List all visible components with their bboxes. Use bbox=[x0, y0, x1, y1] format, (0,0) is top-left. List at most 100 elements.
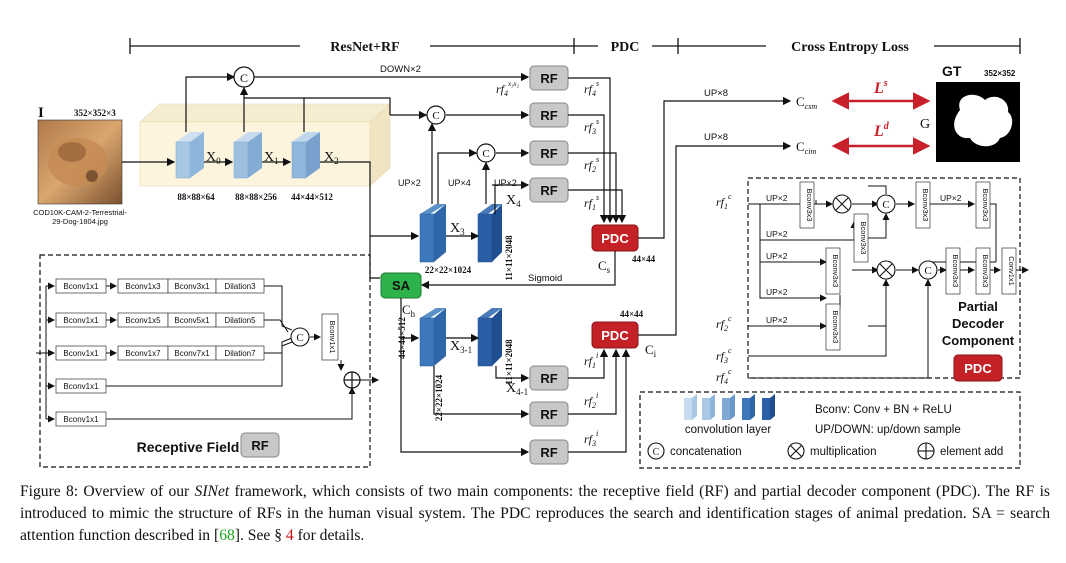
legend-mult-icon bbox=[787, 442, 805, 460]
svg-text:Bconv3x3: Bconv3x3 bbox=[981, 189, 990, 222]
caption-ref1[interactable]: 68 bbox=[219, 527, 235, 545]
rf1c-label: rf1c bbox=[716, 192, 732, 211]
svg-text:Bconv1x1: Bconv1x1 bbox=[63, 415, 99, 424]
up2-label-a: UP×2 bbox=[398, 178, 421, 188]
svg-text:C: C bbox=[882, 199, 889, 211]
svg-text:Bconv3x3: Bconv3x3 bbox=[805, 189, 814, 222]
pdc-up2-4: UP×2 bbox=[766, 287, 788, 297]
rf3i-label: rf3i bbox=[584, 429, 598, 448]
rf1s-label: rf1s bbox=[584, 193, 599, 212]
header-pdc: PDC bbox=[611, 40, 640, 55]
x3-label: X3 bbox=[450, 221, 465, 237]
svg-text:SA: SA bbox=[392, 278, 411, 293]
legend-mult: multiplication bbox=[810, 446, 876, 458]
pdc-mult-2 bbox=[876, 260, 896, 280]
svg-text:PDC: PDC bbox=[964, 361, 992, 376]
loss-ld: Ld bbox=[873, 121, 890, 140]
conv-block-x1 bbox=[233, 132, 262, 179]
x2-label: X2 bbox=[324, 150, 339, 166]
dim-x4-1: 11×11×2048 bbox=[504, 339, 514, 385]
caption-body2: ]. See § bbox=[234, 527, 286, 545]
rf-row-4: Bconv1x1 bbox=[55, 378, 107, 394]
svg-text:Bconv1x1: Bconv1x1 bbox=[63, 282, 99, 291]
rf-row-3: Bconv1x1 Bconv1x7 Bconv7x1 Dilation7 bbox=[55, 345, 265, 361]
rf-row-2: Bconv1x1 Bconv1x5 Bconv5x1 Dilation5 bbox=[55, 312, 265, 328]
caption-body3: for details. bbox=[293, 527, 365, 545]
rf-row-1: Bconv1x1 Bconv1x3 Bconv3x1 Dilation3 bbox=[55, 278, 265, 294]
svg-text:Bconv1x7: Bconv1x7 bbox=[125, 349, 161, 358]
rf-badge: RF bbox=[240, 432, 280, 458]
cs-label: Cs bbox=[598, 258, 611, 275]
ch-label: Ch bbox=[402, 302, 416, 319]
input-caption-line1: COD10K-CAM-2-Terrestrial- bbox=[33, 208, 127, 217]
rf-element-add bbox=[343, 371, 361, 389]
legend-conv-layer: convolution layer bbox=[685, 424, 771, 436]
x0-label: X0 bbox=[206, 150, 221, 166]
caption-name: SINet bbox=[194, 483, 230, 500]
pdc-conv1x1: Conv1x1 bbox=[1001, 247, 1017, 295]
rf3c-label: rf3c bbox=[716, 346, 732, 365]
svg-text:RF: RF bbox=[251, 438, 268, 453]
conv-block-x3 bbox=[419, 204, 446, 263]
svg-text:Bconv1x5: Bconv1x5 bbox=[125, 316, 161, 325]
rf-block-bot-3: RF bbox=[529, 439, 569, 465]
header-cross-entropy: Cross Entropy Loss bbox=[791, 40, 909, 55]
pdc-bconv-6: Bconv3x3 bbox=[975, 181, 991, 229]
concat-top bbox=[233, 66, 255, 88]
sinet-architecture-diagram: ResNet+RF PDC Cross Entropy Loss I 352×3… bbox=[33, 36, 1029, 469]
rf-diagram bbox=[36, 282, 379, 423]
svg-text:Bconv3x3: Bconv3x3 bbox=[921, 189, 930, 222]
caption-ref2[interactable]: 4 bbox=[285, 527, 294, 545]
svg-text:C: C bbox=[653, 447, 660, 458]
pdc-title-3: Component bbox=[942, 333, 1015, 348]
rf2i-label: rf2i bbox=[584, 391, 598, 410]
dim-x4: 11×11×2048 bbox=[504, 235, 514, 281]
input-caption-line2: 29-Dog-1804.jpg bbox=[52, 217, 108, 226]
dim-x1: 88×88×256 bbox=[235, 192, 277, 202]
figure-caption: Figure 8: Overview of our SINet framewor… bbox=[20, 481, 1050, 548]
gt-mask-image bbox=[936, 82, 1020, 162]
svg-text:Bconv3x3: Bconv3x3 bbox=[981, 255, 990, 288]
up4-label: UP×4 bbox=[448, 178, 471, 188]
svg-text:Bconv7x1: Bconv7x1 bbox=[174, 349, 210, 358]
svg-text:Bconv1x3: Bconv1x3 bbox=[125, 282, 161, 291]
input-image bbox=[37, 119, 123, 205]
svg-text:C: C bbox=[432, 110, 439, 122]
svg-text:Bconv1x1: Bconv1x1 bbox=[63, 316, 99, 325]
rf-block-top-3: RF bbox=[529, 140, 569, 166]
rf-row-5: Bconv1x1 bbox=[55, 411, 107, 427]
x1-label: X1 bbox=[264, 150, 279, 166]
svg-text:C: C bbox=[924, 265, 931, 277]
rf4s-in-label: rf4x₃x₂ bbox=[496, 80, 520, 98]
legend-concat: concatenation bbox=[670, 446, 742, 458]
svg-text:RF: RF bbox=[540, 71, 557, 86]
svg-text:Dilation7: Dilation7 bbox=[224, 349, 256, 358]
legend-conv-stack bbox=[684, 394, 775, 420]
pdc-bconv-3: Bconv3x3 bbox=[825, 247, 841, 295]
csm-label: Ccsm bbox=[796, 94, 817, 111]
svg-text:RF: RF bbox=[540, 445, 557, 460]
sigmoid-label: Sigmoid bbox=[528, 273, 562, 284]
svg-text:Bconv3x3: Bconv3x3 bbox=[831, 255, 840, 288]
sa-block: SA bbox=[380, 272, 422, 299]
up8-label-a: UP×8 bbox=[704, 88, 728, 99]
pdc-bconv-1: Bconv3x3 bbox=[799, 181, 815, 229]
legend-box bbox=[639, 391, 1021, 469]
pdc-concat-2: C bbox=[918, 260, 938, 280]
conv-block-x4 bbox=[477, 204, 502, 263]
gt-label: GT bbox=[942, 63, 962, 79]
svg-text:Bconv1x1: Bconv1x1 bbox=[63, 349, 99, 358]
svg-text:RF: RF bbox=[540, 146, 557, 161]
svg-text:Bconv5x1: Bconv5x1 bbox=[174, 316, 210, 325]
loss-ls: Ls bbox=[873, 78, 888, 97]
pdc-bconv-4: Bconv3x3 bbox=[825, 303, 841, 351]
svg-text:C: C bbox=[296, 332, 303, 344]
cim-label: Ccim bbox=[796, 139, 816, 156]
rf2s-label: rf2s bbox=[584, 155, 599, 174]
pdc-bconv-7: Bconv3x3 bbox=[945, 247, 961, 295]
rf-block-bot-1: RF bbox=[529, 365, 569, 391]
svg-text:Bconv1x1: Bconv1x1 bbox=[328, 321, 337, 354]
svg-text:RF: RF bbox=[540, 371, 557, 386]
svg-text:PDC: PDC bbox=[601, 328, 629, 343]
svg-text:RF: RF bbox=[540, 407, 557, 422]
